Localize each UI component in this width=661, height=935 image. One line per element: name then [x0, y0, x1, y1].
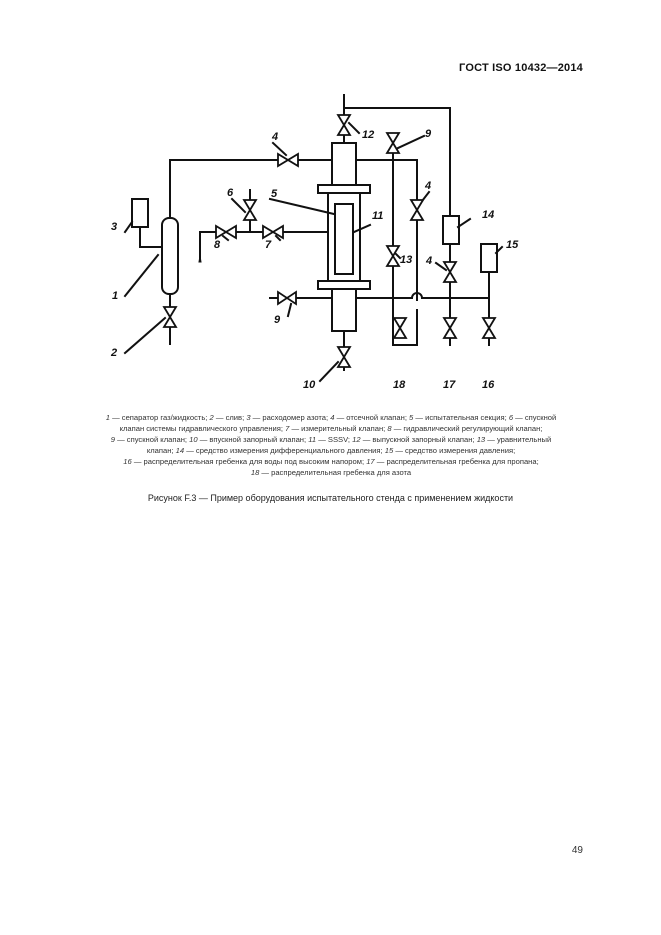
page-number: 49 — [571, 845, 583, 856]
differential-pressure-gauge — [442, 215, 460, 245]
label-separator: 1 — [112, 290, 118, 302]
shutoff-valve-right — [409, 199, 425, 221]
shutoff-valve-top — [277, 152, 299, 168]
label-equalizing-valve: 13 — [400, 254, 412, 266]
legend-line: клапан; 14 — средство измерения дифферен… — [146, 446, 516, 455]
shutoff-valve-dp — [442, 261, 458, 283]
test-section-upper-flange — [317, 184, 371, 194]
test-stand-diagram: 1 2 3 4 4 4 5 6 7 8 9 9 10 11 12 13 14 1… — [110, 94, 519, 391]
figure-legend: 1 — сепаратор газ/жидкость; 2 — слив; 3 … — [46, 412, 616, 478]
legend-line: 9 — спускной клапан; 10 — впускной запор… — [110, 435, 552, 444]
label-nitrogen-manifold: 18 — [393, 379, 406, 391]
gas-liquid-separator — [161, 217, 179, 295]
bleed-valve-bottom — [277, 290, 297, 306]
bleed-valve-top — [385, 132, 401, 154]
figure-caption: Рисунок F.3 — Пример оборудования испыта… — [147, 493, 514, 503]
label-bleed-valve-top: 9 — [425, 128, 432, 140]
label-pressure-gauge: 15 — [506, 239, 519, 251]
propane-manifold-valve — [442, 317, 458, 339]
label-inlet-block-valve: 10 — [303, 379, 316, 391]
legend-line: 18 — распределительная гребенка для азот… — [250, 468, 412, 477]
label-sssv: 11 — [372, 210, 383, 222]
nitrogen-manifold-valve — [392, 317, 408, 339]
label-bleed-valve-bottom: 9 — [274, 314, 281, 326]
label-test-section: 5 — [271, 188, 278, 200]
label-shutoff-valve-dp: 4 — [425, 255, 432, 267]
equalizing-valve — [385, 245, 401, 267]
legend-line: клапан системы гидравлического управлени… — [119, 424, 543, 433]
label-propane-manifold: 17 — [443, 379, 456, 391]
label-shutoff-valve-right: 4 — [424, 180, 431, 192]
metering-valve — [262, 224, 284, 240]
outlet-block-valve — [336, 114, 352, 136]
nitrogen-flowmeter — [131, 198, 149, 228]
water-manifold-valve — [481, 317, 497, 339]
drain-valve — [162, 306, 178, 328]
test-section-lower-flange — [317, 280, 371, 290]
sssv-insert — [334, 203, 354, 275]
test-section-upper-body — [331, 142, 357, 186]
label-hydraulic-control-valve: 8 — [214, 239, 221, 251]
legend-line: 1 — сепаратор газ/жидкость; 2 — слив; 3 … — [105, 413, 557, 422]
pressure-gauge — [480, 243, 498, 273]
hydraulic-control-valve — [215, 224, 237, 240]
label-metering-valve: 7 — [265, 239, 272, 251]
inlet-block-valve — [336, 346, 352, 368]
label-differential-pressure-gauge: 14 — [482, 209, 494, 221]
label-water-manifold: 16 — [482, 379, 495, 391]
label-shutoff-valve-top: 4 — [271, 131, 278, 143]
document-standard-header: ГОСТ ISO 10432—2014 — [459, 62, 583, 74]
legend-line: 16 — распределительная гребенка для воды… — [123, 457, 539, 466]
label-hydraulic-bleed-valve: 6 — [227, 187, 234, 199]
test-section-lower-body — [331, 288, 357, 332]
label-outlet-block-valve: 12 — [362, 129, 374, 141]
label-flowmeter: 3 — [111, 221, 117, 233]
hydraulic-bleed-valve — [242, 199, 258, 221]
label-drain: 2 — [110, 347, 117, 359]
